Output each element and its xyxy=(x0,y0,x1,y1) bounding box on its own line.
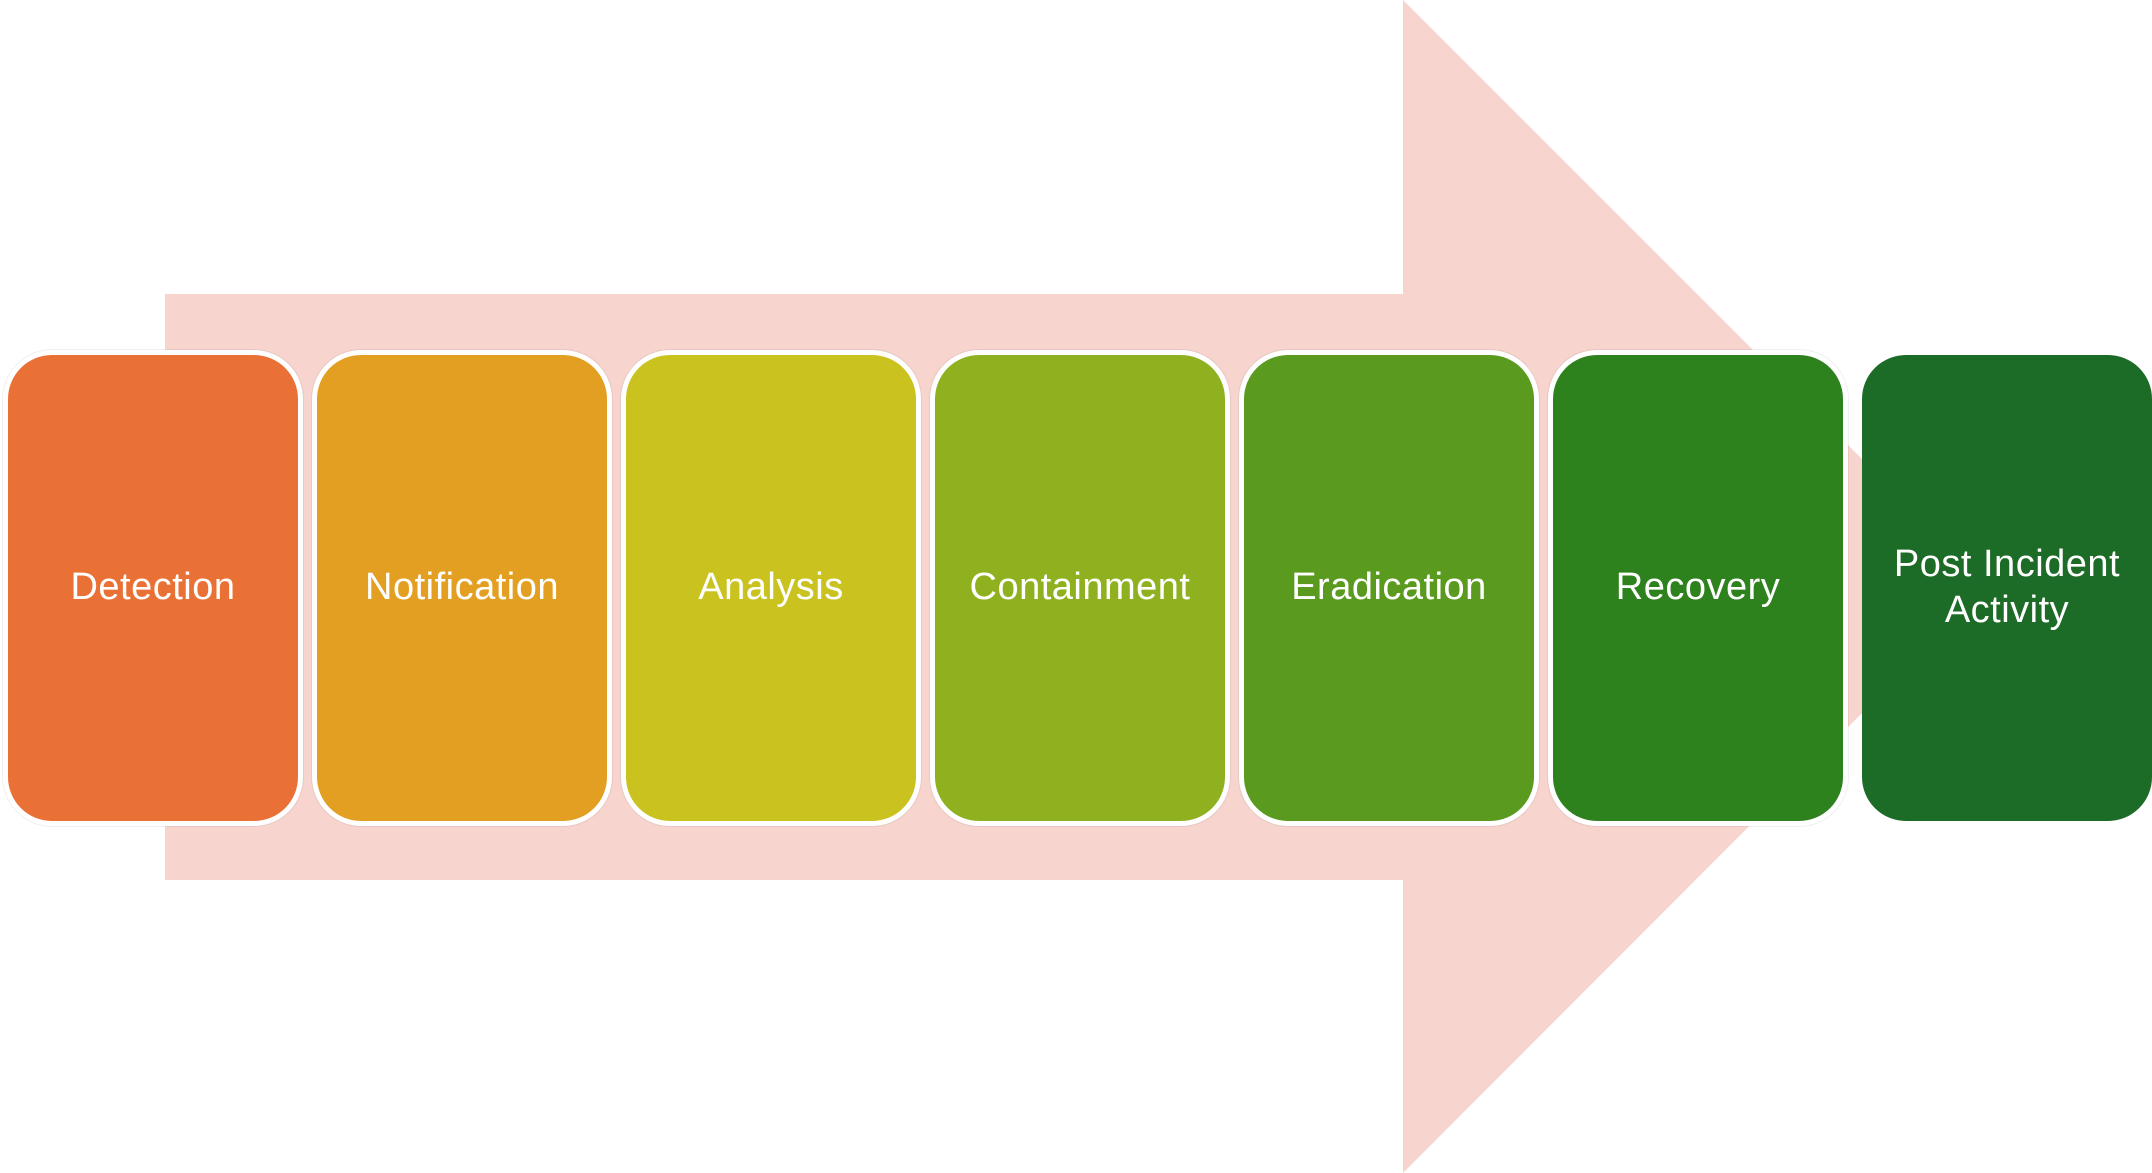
step-post-incident-activity: Post Incident Activity xyxy=(1862,355,2152,821)
step-recovery: Recovery xyxy=(1553,355,1843,821)
step-label: Post Incident Activity xyxy=(1893,543,2121,631)
step-label: Recovery xyxy=(1615,566,1781,609)
step-analysis: Analysis xyxy=(626,355,916,821)
step-detection: Detection xyxy=(8,355,298,821)
step-notification: Notification xyxy=(317,355,607,821)
step-eradication: Eradication xyxy=(1244,355,1534,821)
step-label: Eradication xyxy=(1291,566,1487,609)
step-label: Detection xyxy=(70,566,236,609)
step-label: Containment xyxy=(969,566,1191,609)
step-label: Notification xyxy=(365,566,559,609)
step-label: Analysis xyxy=(698,566,844,609)
step-containment: Containment xyxy=(935,355,1225,821)
